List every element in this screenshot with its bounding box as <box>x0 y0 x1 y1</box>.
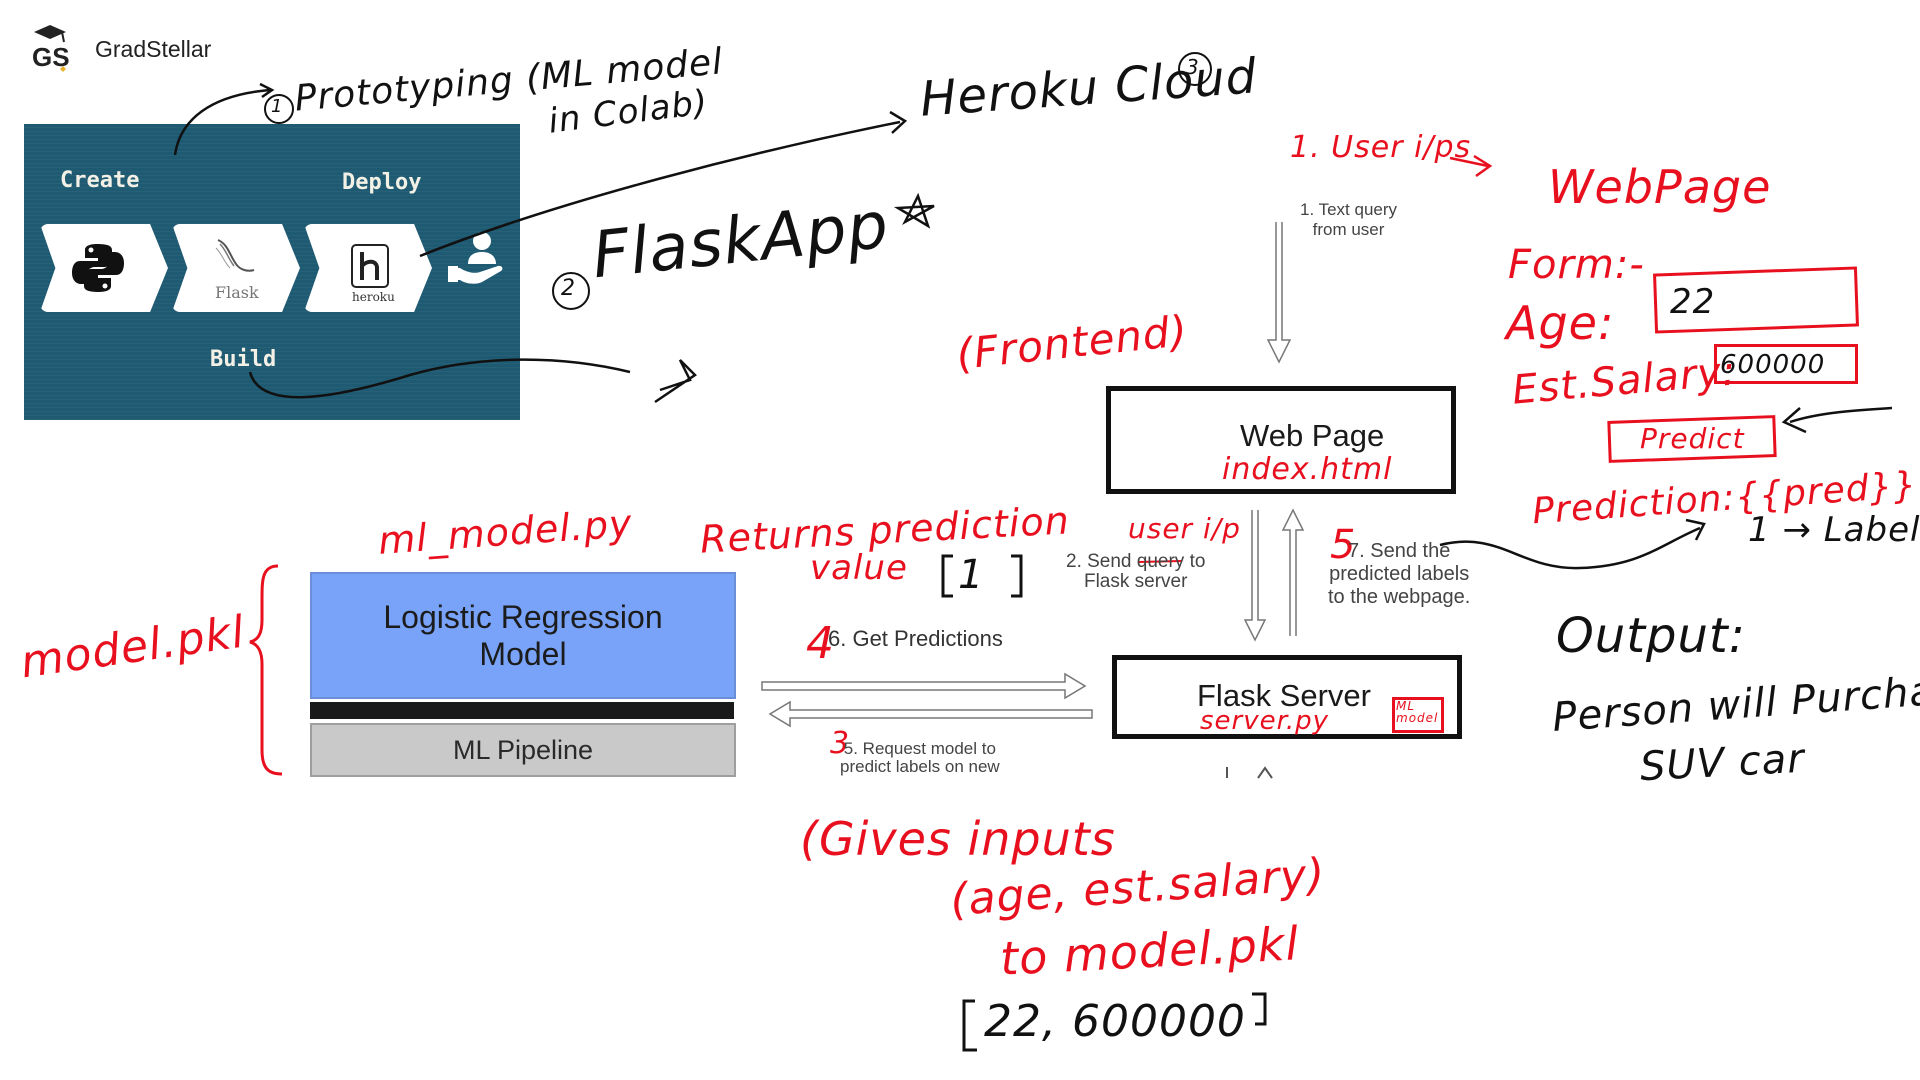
flask-tile <box>172 224 300 312</box>
gives-inputs-note: (Gives inputs <box>800 812 1116 866</box>
heroku-icon <box>351 244 389 293</box>
create-label: Create <box>60 168 140 193</box>
brand-name: GradStellar <box>95 36 212 62</box>
step7-number-note: 5 <box>1330 522 1357 568</box>
predict-button-label: Predict <box>1640 422 1745 455</box>
ml-pipeline-box: ML Pipeline <box>310 723 736 777</box>
flask-step-number: 2 <box>561 276 576 301</box>
salary-input-box <box>1714 344 1858 384</box>
gradstellar-logo-icon: GS <box>30 22 76 74</box>
flask-icon <box>208 236 258 281</box>
lr-model-line1: Logistic Regression <box>383 598 663 635</box>
get-predictions-number-note: 4 <box>806 618 835 669</box>
flask-step-badge <box>552 272 590 310</box>
send-query-label: 2. Send query to Flask server <box>1066 551 1206 592</box>
output-line2: SUV car <box>1638 735 1806 791</box>
user-ip-note: user i/p <box>1128 512 1241 545</box>
returns-value-note: value <box>810 548 908 588</box>
example-input-vector: 22, 600000 <box>984 996 1246 1047</box>
prototyping-step-number: 1 <box>271 96 284 117</box>
python-icon <box>70 240 126 301</box>
output-title: Output: <box>1556 608 1746 664</box>
prototyping-step-badge <box>264 94 294 124</box>
age-label: Age: <box>1506 296 1615 350</box>
send-labels-label: 7. Send the predicted labels to the webp… <box>1328 540 1471 608</box>
flask-server-title: Flask Server <box>1197 678 1371 713</box>
deploy-label: Deploy <box>342 170 422 195</box>
flask-tile-label: Flask <box>215 283 259 302</box>
age-input-value: 22 <box>1670 282 1716 322</box>
returns-bracket-value: 1 <box>958 552 985 598</box>
build-label: Build <box>210 347 277 372</box>
server-py-note: server.py <box>1200 706 1330 736</box>
salary-input-value: 600000 <box>1720 350 1826 380</box>
user-ips-note: 1. User i/ps <box>1290 130 1472 165</box>
ml-model-tag-box <box>1392 697 1444 733</box>
python-tile <box>40 224 168 312</box>
hand-user-icon <box>446 228 508 295</box>
heroku-step-number: 3 <box>1186 55 1200 79</box>
text-query-label: 1. Text query from user <box>1300 200 1398 239</box>
lr-model-line2: Model <box>479 635 567 672</box>
web-page-box <box>1106 386 1456 494</box>
heroku-step-badge <box>1178 52 1212 86</box>
request-number-note: 3 <box>830 726 851 761</box>
ml-model-tag: ML model <box>1396 699 1439 725</box>
web-page-title: Web Page <box>1240 418 1385 453</box>
request-model-label: 5. Request model to predict labels on ne… <box>840 739 1000 776</box>
form-label: Form:- <box>1508 242 1645 288</box>
logistic-regression-box: Logistic Regression Model <box>310 572 736 699</box>
get-predictions-label: 6. Get Predictions <box>828 626 1003 651</box>
label-note: 1 → Label <box>1748 510 1920 550</box>
webpage-form-title: WebPage <box>1548 160 1772 214</box>
model-separator-bar <box>310 702 734 719</box>
index-html-note: index.html <box>1222 452 1393 487</box>
heroku-tile-label: heroku <box>352 290 395 304</box>
